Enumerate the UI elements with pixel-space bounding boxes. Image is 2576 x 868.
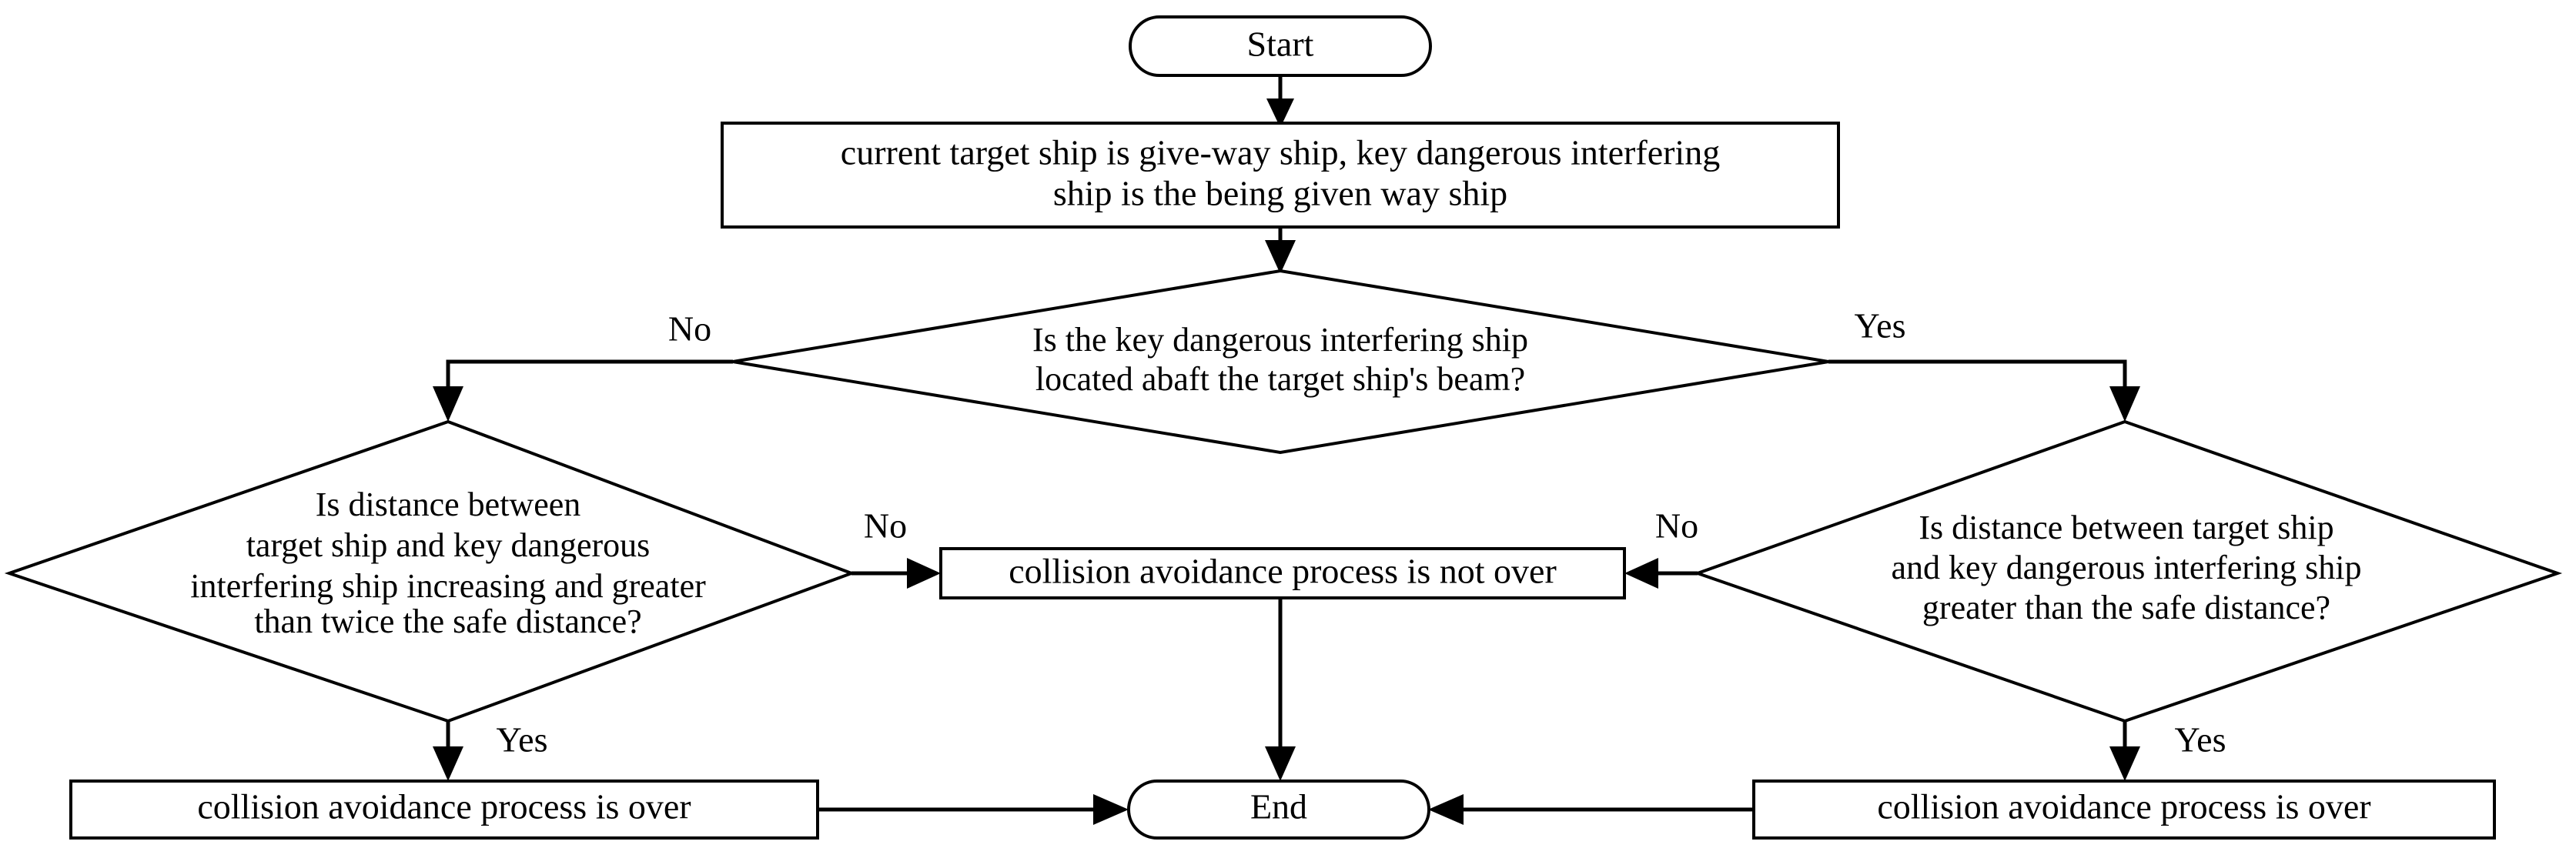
decision-abaft-line1: Is the key dangerous interfering ship xyxy=(1032,321,1528,359)
node-process-not-over[interactable]: collision avoidance process is not over xyxy=(939,547,1626,599)
node-decision-left[interactable]: Is distance between target ship and key … xyxy=(4,419,856,723)
process-not-over-shape xyxy=(939,547,1626,599)
process-roles-shape xyxy=(721,122,1840,229)
decision-left-line3: interfering ship increasing and greater xyxy=(190,567,706,605)
edge-left-no xyxy=(851,558,941,589)
node-decision-right[interactable]: Is distance between target ship and key … xyxy=(1692,419,2563,723)
edge-overleft-to-end xyxy=(818,794,1129,825)
node-decision-abaft[interactable]: Is the key dangerous interfering ship lo… xyxy=(732,269,1829,455)
decision-right-shape xyxy=(1692,419,2563,723)
edge-label-abaft-no: No xyxy=(668,309,711,349)
decision-left-shape xyxy=(4,419,856,723)
decision-right-line2: and key dangerous interfering ship xyxy=(1892,549,2362,586)
process-not-over-label: collision avoidance process is not over xyxy=(1009,552,1557,591)
decision-left-line4: than twice the safe distance? xyxy=(254,603,641,640)
edge-right-yes xyxy=(2109,719,2140,781)
edge-overright-to-end xyxy=(1428,794,1754,825)
edge-label-right-no: No xyxy=(1655,506,1698,546)
edge-notover-to-end xyxy=(1265,598,1296,781)
decision-left-line2: target ship and key dangerous xyxy=(246,526,651,564)
edge-label-left-yes: Yes xyxy=(497,720,548,760)
start-label: Start xyxy=(1247,25,1314,64)
decision-right-line1: Is distance between target ship xyxy=(1919,509,2333,546)
process-over-left-shape xyxy=(69,780,819,840)
edge-abaft-no xyxy=(433,359,733,422)
end-label: End xyxy=(1250,787,1307,826)
process-roles-line1: current target ship is give-way ship, ke… xyxy=(841,133,1720,172)
edge-label-left-no: No xyxy=(864,506,907,546)
process-over-right-label: collision avoidance process is over xyxy=(1877,787,2370,826)
decision-abaft-line2: located abaft the target ship's beam? xyxy=(1035,360,1525,398)
edge-abaft-yes xyxy=(1828,359,2140,422)
node-start[interactable]: Start xyxy=(1129,15,1432,77)
edge-start-to-roles xyxy=(1266,75,1294,128)
node-process-over-left[interactable]: collision avoidance process is over xyxy=(69,780,819,840)
decision-right-line3: greater than the safe distance? xyxy=(1922,589,2330,626)
end-shape xyxy=(1127,780,1430,840)
edge-label-abaft-yes: Yes xyxy=(1855,306,1906,346)
node-process-over-right[interactable]: collision avoidance process is over xyxy=(1752,780,2496,840)
edge-left-yes xyxy=(433,719,463,781)
edge-roles-to-abaft xyxy=(1265,227,1296,274)
decision-left-line1: Is distance between xyxy=(316,486,581,523)
process-over-left-label: collision avoidance process is over xyxy=(197,787,691,826)
process-roles-line2: ship is the being given way ship xyxy=(1053,174,1507,213)
process-over-right-shape xyxy=(1752,780,2496,840)
edge-right-no xyxy=(1624,558,1698,589)
decision-abaft-shape xyxy=(732,269,1829,455)
node-process-roles[interactable]: current target ship is give-way ship, ke… xyxy=(721,122,1840,229)
node-end[interactable]: End xyxy=(1127,780,1430,840)
edge-label-right-yes: Yes xyxy=(2175,720,2226,760)
start-shape xyxy=(1129,15,1432,77)
